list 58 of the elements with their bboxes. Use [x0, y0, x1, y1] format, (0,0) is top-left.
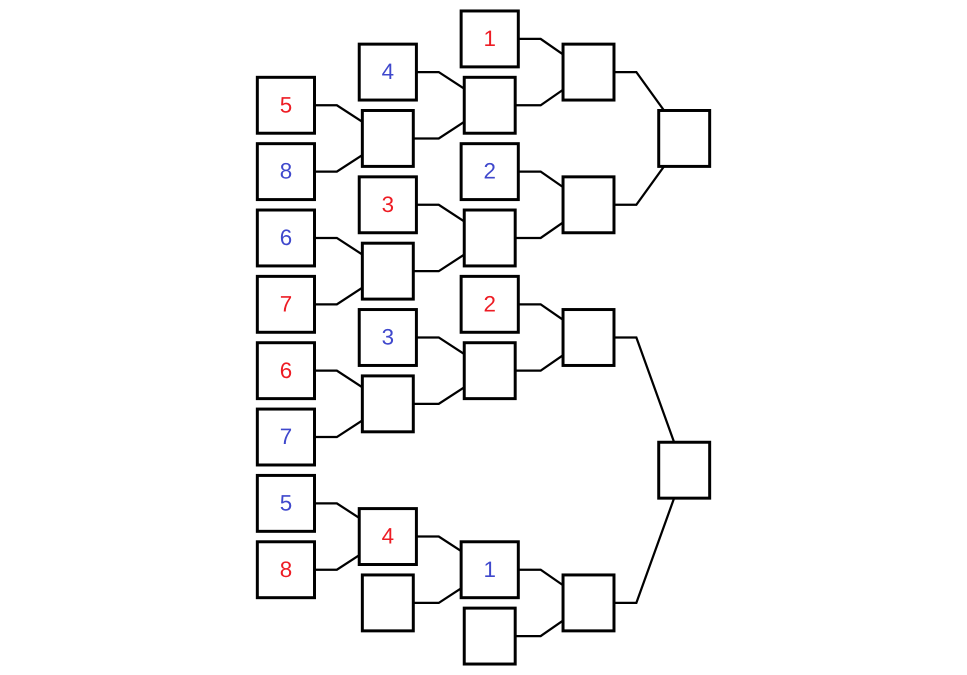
connector	[416, 336, 465, 356]
node-box: 7	[256, 274, 316, 334]
connector	[314, 154, 363, 173]
node-box: 1	[460, 9, 520, 68]
node-box	[462, 208, 517, 268]
node-box: 4	[358, 507, 418, 566]
connector	[413, 120, 465, 140]
node-box	[360, 242, 415, 301]
connector	[413, 254, 465, 272]
node-box: 4	[358, 42, 418, 102]
node-box	[462, 341, 517, 400]
node-box: 1	[460, 540, 520, 600]
connector	[518, 38, 564, 56]
connector	[314, 370, 363, 388]
node-box: 7	[256, 408, 316, 466]
connector	[314, 502, 360, 519]
node-box	[462, 606, 517, 666]
connector	[314, 420, 363, 438]
node-box: 8	[256, 142, 316, 202]
connector	[515, 88, 564, 106]
node-box: 8	[256, 540, 316, 600]
connector	[518, 170, 564, 188]
connector	[413, 587, 462, 604]
connector	[518, 303, 564, 321]
connector	[416, 70, 465, 90]
node-box: 2	[460, 142, 520, 202]
connector	[515, 222, 564, 240]
node-box	[657, 109, 712, 168]
node-box	[657, 440, 712, 500]
connector	[515, 354, 564, 372]
connector	[518, 568, 564, 586]
node-box: 6	[256, 341, 316, 400]
node-box	[562, 573, 616, 632]
connector	[614, 336, 676, 443]
node-box: 2	[460, 274, 520, 334]
connector	[314, 236, 363, 256]
node-box: 6	[256, 208, 316, 268]
connector	[314, 554, 360, 571]
node-box	[562, 308, 616, 367]
connector	[614, 166, 665, 206]
node-box	[562, 42, 616, 102]
connector	[614, 70, 665, 112]
connector	[314, 104, 363, 123]
connector	[413, 386, 465, 405]
node-box	[562, 175, 616, 234]
node-box: 5	[256, 474, 316, 533]
connector	[314, 286, 363, 306]
node-box: 3	[358, 308, 418, 367]
node-box: 5	[256, 76, 316, 135]
connector	[416, 535, 462, 552]
connector	[515, 620, 564, 638]
connector	[416, 204, 465, 222]
connector	[614, 498, 676, 604]
node-box	[360, 109, 415, 168]
node-box: 3	[358, 175, 418, 234]
node-box	[360, 573, 415, 632]
node-box	[360, 374, 415, 434]
node-box	[462, 76, 517, 135]
